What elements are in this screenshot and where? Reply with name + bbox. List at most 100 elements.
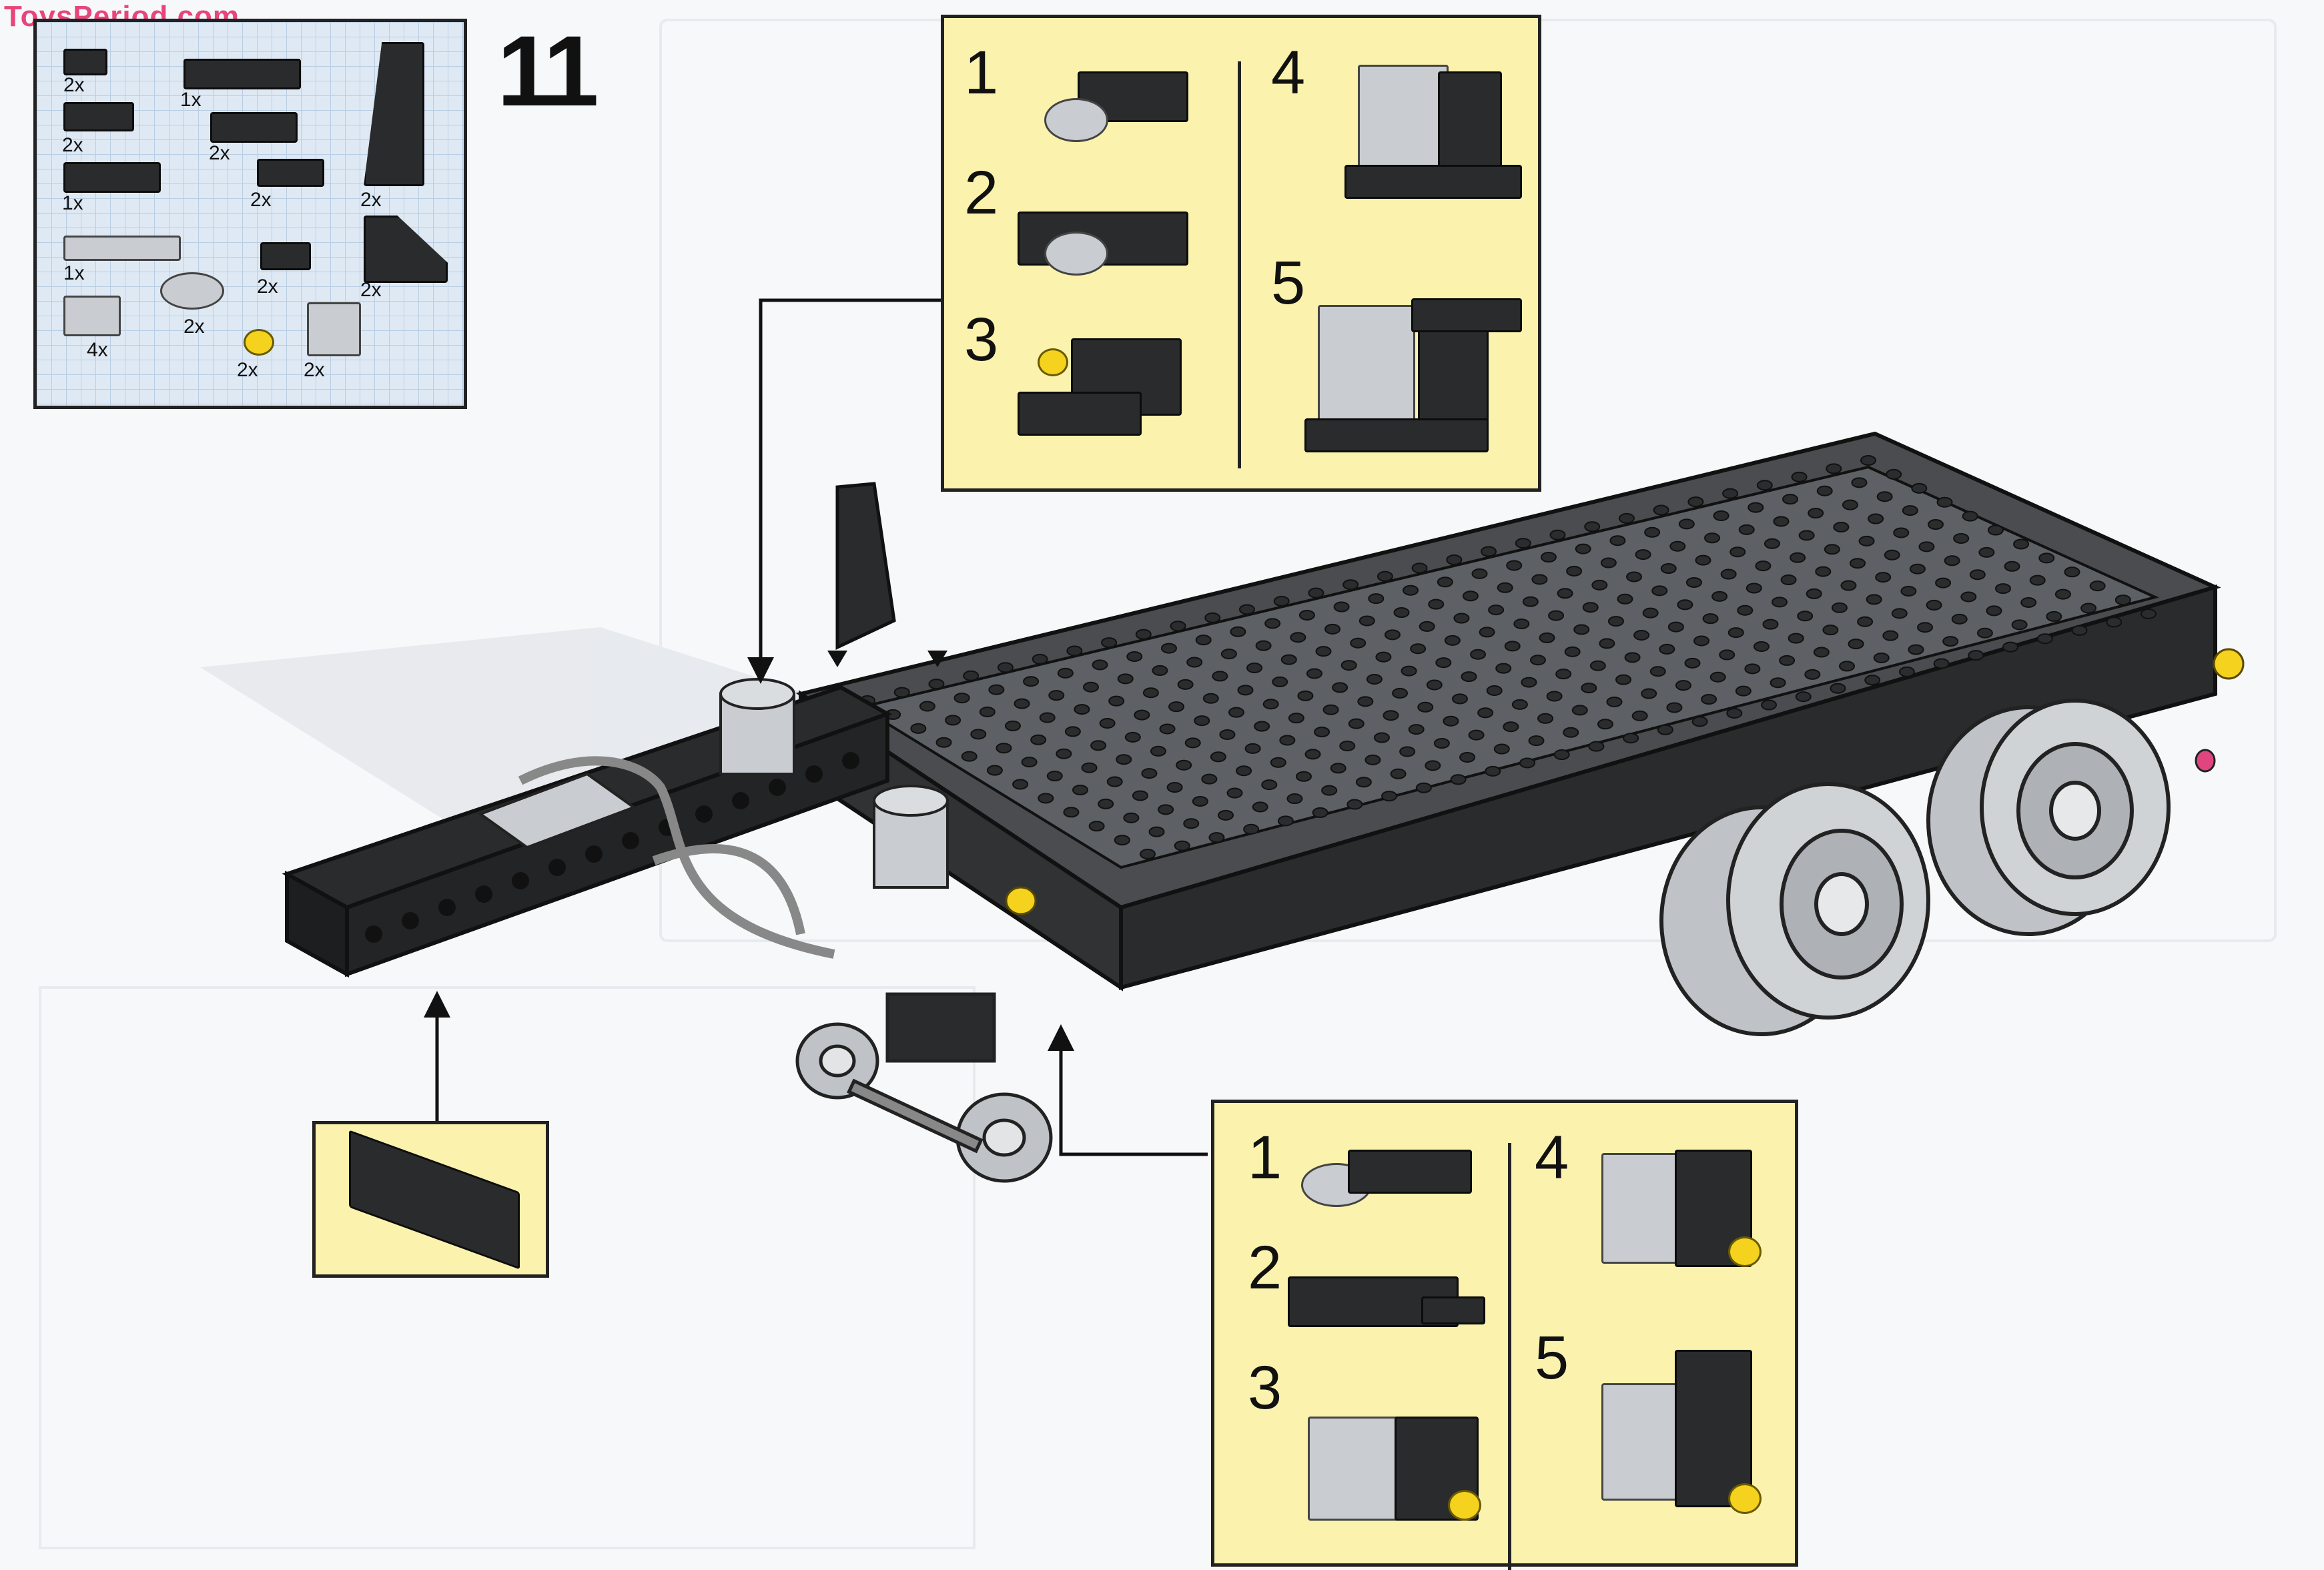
stud — [2020, 597, 2037, 609]
sub-assembly-top-panel: 1 2 3 4 5 — [941, 15, 1541, 492]
stud — [1365, 754, 1381, 765]
stud — [2002, 641, 2019, 653]
stud — [1557, 588, 1573, 599]
stud — [2064, 566, 2080, 578]
stud — [1262, 699, 1279, 710]
stud — [1135, 629, 1152, 640]
stud — [1666, 702, 1683, 713]
stud — [1607, 616, 1624, 627]
plate-with-clip-part — [260, 242, 311, 270]
tile-1x6-part — [63, 236, 181, 261]
stud — [1355, 777, 1372, 788]
stud — [1433, 738, 1450, 749]
panel-divider — [1238, 61, 1241, 468]
stud — [1204, 612, 1221, 623]
stud — [1255, 640, 1272, 651]
stud — [1174, 840, 1190, 851]
stud — [1219, 729, 1236, 740]
stud — [1201, 773, 1218, 785]
stud — [1261, 779, 1278, 791]
part-quantity: 2x — [237, 359, 258, 381]
stud — [1798, 530, 1815, 541]
beam-hole — [512, 872, 529, 889]
stud — [1479, 627, 1495, 638]
stud — [2054, 588, 2071, 600]
stud — [1858, 535, 1875, 546]
stud — [1202, 693, 1219, 704]
stud — [1761, 699, 1778, 711]
stud — [1503, 721, 1519, 733]
stud — [1114, 835, 1130, 846]
stud — [2013, 538, 2030, 550]
stud — [1152, 665, 1168, 676]
stud — [1976, 627, 1993, 639]
stud — [1738, 524, 1755, 535]
stud — [1486, 685, 1503, 696]
stud — [1014, 698, 1030, 709]
stud — [1933, 658, 1950, 669]
stud — [1564, 646, 1581, 657]
stud — [1702, 613, 1719, 625]
stud — [1582, 602, 1599, 613]
stud — [1348, 718, 1365, 729]
stud — [1782, 494, 1799, 505]
stud — [919, 701, 935, 712]
stud — [986, 765, 1003, 776]
stud — [1470, 649, 1487, 660]
stud — [1713, 510, 1729, 521]
stud — [1390, 768, 1407, 779]
stud — [1124, 731, 1141, 743]
stud — [1330, 763, 1346, 774]
stud — [1428, 599, 1445, 610]
stud — [2071, 625, 2088, 636]
stud — [1729, 546, 1746, 558]
stud — [1675, 680, 1691, 691]
stud — [1315, 646, 1332, 657]
substep-model — [1448, 1490, 1481, 1521]
part-quantity: 2x — [360, 189, 382, 211]
beam-hole — [365, 925, 382, 943]
beam-hole — [805, 765, 823, 783]
stud — [1584, 521, 1601, 532]
stud — [1264, 618, 1281, 629]
substep-number: 4 — [1271, 39, 1306, 107]
stud — [1195, 635, 1212, 646]
stud — [1691, 716, 1708, 727]
stud — [1497, 582, 1513, 593]
stud — [1046, 771, 1063, 782]
stud — [1246, 663, 1263, 674]
stud — [1082, 681, 1099, 693]
stud — [928, 679, 945, 690]
stud — [1830, 683, 1846, 694]
stud — [1684, 657, 1701, 669]
stud — [1462, 591, 1479, 602]
stud — [1384, 629, 1401, 641]
stud — [1735, 685, 1752, 697]
stud — [1633, 630, 1650, 641]
stud — [1918, 541, 1935, 552]
stud — [1346, 799, 1363, 810]
stud — [1493, 743, 1510, 755]
stud — [1884, 549, 1900, 560]
stud — [1288, 713, 1304, 724]
stud — [1477, 707, 1494, 719]
part-quantity: 2x — [62, 134, 83, 156]
sub-assembly-bottom-panel: 1 2 3 4 5 — [1211, 1100, 1798, 1570]
stud — [1411, 562, 1428, 574]
stud — [1968, 650, 1984, 661]
stud — [1350, 637, 1367, 649]
stud — [1322, 704, 1339, 715]
stud — [1780, 574, 1797, 586]
stud — [1615, 674, 1632, 685]
substep-number: 1 — [964, 39, 999, 107]
stud — [1987, 524, 2004, 536]
part-quantity: 2x — [183, 316, 205, 338]
stud — [1746, 582, 1762, 594]
stud — [1140, 849, 1156, 859]
stud — [1677, 599, 1693, 611]
stud — [1908, 644, 1924, 655]
stud — [1471, 568, 1488, 579]
stud — [1252, 801, 1268, 813]
stud — [1581, 683, 1597, 694]
